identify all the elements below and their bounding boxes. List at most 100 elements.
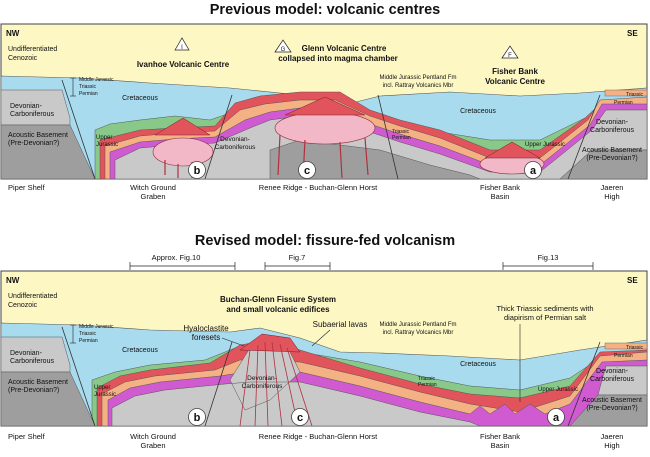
bottom-witch-1: Witch Ground bbox=[130, 432, 176, 441]
top-cretaceous-l: Cretaceous bbox=[122, 95, 158, 102]
bottom-acoustic-r-2: (Pre-Devonian?) bbox=[586, 405, 637, 412]
top-marker-i-triangle bbox=[174, 37, 190, 51]
top-jaeren-1: Jaeren bbox=[601, 183, 624, 192]
top-permian-r: Permian bbox=[614, 100, 633, 106]
top-se: SE bbox=[627, 29, 638, 38]
top-fisher-2: Volcanic Centre bbox=[485, 77, 545, 86]
top-circle-a bbox=[524, 161, 542, 179]
top-devonian-m-2: Carboniferous bbox=[215, 144, 257, 151]
top-fbb-1: Fisher Bank bbox=[480, 183, 520, 192]
top-marker-g-triangle bbox=[274, 39, 292, 53]
top-glenn-1: Glenn Volcanic Centre bbox=[302, 44, 387, 53]
bottom-thick-2: diapirism of Permian salt bbox=[504, 313, 587, 322]
bottom-permian-m: Permian bbox=[418, 382, 437, 388]
bottom-undiff-1: Undifferentiated bbox=[8, 293, 57, 300]
top-fbb-2: Basin bbox=[491, 192, 510, 201]
bottom-devonian-l-2: Carboniferous bbox=[10, 358, 54, 365]
top-acoustic-r-2: (Pre-Devonian?) bbox=[586, 155, 637, 162]
top-circle-b-label: b bbox=[194, 165, 201, 177]
top-upper-jur-r: Upper Jurassic bbox=[525, 142, 565, 148]
bottom-cretaceous-l: Cretaceous bbox=[122, 347, 158, 354]
bottom-hyalo-1: Hyaloclastite bbox=[183, 324, 229, 333]
top-marker-f: F bbox=[508, 53, 512, 59]
bottom-fbb-2: Basin bbox=[491, 441, 510, 450]
top-circle-a-label: a bbox=[530, 165, 537, 177]
top-strat-bracket bbox=[70, 77, 76, 97]
bottom-circle-c bbox=[291, 408, 309, 426]
top-witch-1: Witch Ground bbox=[130, 183, 176, 192]
bottom-jaeren-2: High bbox=[604, 441, 619, 450]
bottom-fissure-edifice bbox=[239, 333, 313, 427]
top-nw: NW bbox=[6, 29, 20, 38]
top-jaeren-2: High bbox=[604, 192, 619, 201]
bottom-triassic-m: Triassic bbox=[418, 376, 436, 382]
fig13-label: Fig.13 bbox=[538, 253, 559, 262]
bottom-devonian-r-2: Carboniferous bbox=[590, 376, 634, 383]
top-pentland-2: incl. Rattray Volcanics Mbr bbox=[383, 83, 454, 89]
figure-ranges bbox=[129, 262, 594, 270]
top-strat-1: Middle Jurassic bbox=[79, 77, 114, 83]
bottom-upper-jur-r: Upper Jurassic bbox=[538, 387, 578, 393]
top-devonian-l-1: Devonian- bbox=[10, 103, 43, 110]
top-devonian-r-1: Devonian- bbox=[596, 119, 629, 126]
bottom-circle-c-label: c bbox=[297, 412, 303, 424]
top-panel: Previous model: volcanic centres bbox=[0, 2, 648, 201]
top-fisher-1: Fisher Bank bbox=[492, 67, 538, 76]
top-acoustic-l-2: (Pre-Devonian?) bbox=[8, 140, 59, 147]
top-permian-m: Permian bbox=[392, 135, 411, 141]
bottom-witch-2: Graben bbox=[140, 441, 165, 450]
top-faults bbox=[61, 79, 601, 180]
top-devonian-m-1: Devonian- bbox=[220, 136, 250, 143]
top-devonian-r-2: Carboniferous bbox=[590, 127, 634, 134]
top-undiff-1: Undifferentiated bbox=[8, 46, 57, 53]
bottom-circle-b-label: b bbox=[194, 412, 201, 424]
bottom-devonian-m-2: Carboniferous bbox=[242, 383, 284, 390]
top-triassic-r: Triassic bbox=[626, 92, 644, 98]
bottom-strat-2: Triassic bbox=[79, 331, 97, 337]
bottom-undiff-2: Cenozoic bbox=[8, 302, 38, 309]
bottom-acoustic-r-1: Acoustic Basement bbox=[582, 397, 642, 404]
bottom-triassic-r: Triassic bbox=[626, 345, 644, 351]
top-strat-2: Triassic bbox=[79, 84, 97, 90]
top-undiff-2: Cenozoic bbox=[8, 55, 38, 62]
bottom-strat-3: Permian bbox=[79, 338, 98, 344]
top-marker-g: G bbox=[281, 47, 286, 53]
top-ivanhoe-volcano bbox=[152, 117, 214, 178]
bottom-faults bbox=[61, 326, 601, 427]
bottom-title: Revised model: fissure-fed volcanism bbox=[195, 233, 455, 249]
top-circle-c-label: c bbox=[304, 165, 310, 177]
top-strat-3: Permian bbox=[79, 91, 98, 97]
bottom-pentland-2: incl. Rattray Volcanics Mbr bbox=[383, 330, 454, 336]
top-marker-f-triangle bbox=[501, 45, 519, 59]
top-glenn-volcano bbox=[274, 96, 376, 179]
bottom-cretaceous-r: Cretaceous bbox=[460, 361, 496, 368]
bottom-thick-1: Thick Triassic sediments with bbox=[496, 304, 593, 313]
bottom-nw: NW bbox=[6, 276, 20, 285]
bottom-strat-bracket bbox=[70, 324, 76, 344]
top-pentland-1: Middle Jurassic Pentland Fm bbox=[379, 75, 456, 81]
bottom-hyalo-2: foresets bbox=[192, 333, 220, 342]
bottom-subaerial: Subaerial lavas bbox=[313, 320, 368, 329]
top-title: Previous model: volcanic centres bbox=[210, 2, 440, 18]
bottom-devonian-m-1: Devonian- bbox=[247, 375, 277, 382]
top-piper: Piper Shelf bbox=[8, 183, 46, 192]
top-acoustic-l-1: Acoustic Basement bbox=[8, 132, 68, 139]
bottom-acoustic-l-1: Acoustic Basement bbox=[8, 379, 68, 386]
bottom-jaeren-1: Jaeren bbox=[601, 432, 624, 441]
top-triassic-m: Triassic bbox=[392, 129, 410, 135]
bottom-devonian-layer bbox=[0, 336, 648, 427]
bottom-upper-jur-l-2: Jurassic bbox=[94, 392, 116, 398]
bottom-upper-jur-l-1: Upper bbox=[94, 385, 110, 391]
top-glenn-2: collapsed into magma chamber bbox=[278, 54, 398, 63]
top-circle-b bbox=[188, 161, 206, 179]
bottom-devonian-r-1: Devonian- bbox=[596, 368, 629, 375]
top-upper-jur-l-1: Upper bbox=[96, 135, 112, 141]
top-acoustic-r-1: Acoustic Basement bbox=[582, 147, 642, 154]
bottom-strat-1: Middle Jurassic bbox=[79, 324, 114, 330]
bottom-circle-a-label: a bbox=[553, 412, 560, 424]
top-circle-c bbox=[298, 161, 316, 179]
top-marker-i: I bbox=[181, 45, 183, 51]
fig7-label: Fig.7 bbox=[289, 253, 306, 262]
bottom-renee: Renee Ridge - Buchan-Glenn Horst bbox=[259, 432, 378, 441]
